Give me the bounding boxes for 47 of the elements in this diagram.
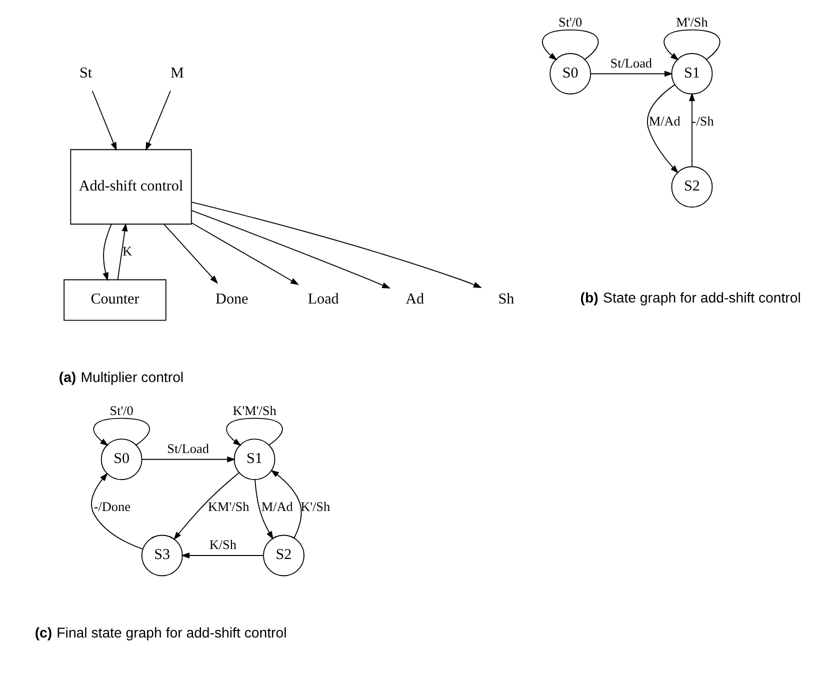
node-text: Load [308, 292, 339, 308]
node-text: Done [216, 292, 248, 308]
arrow [542, 29, 599, 60]
label: (a) Multiplier control [58, 369, 184, 386]
arrow [91, 472, 144, 550]
node-text: Ad [406, 292, 424, 308]
arrow [190, 202, 482, 288]
edge-label: St'/0 [110, 402, 134, 418]
node-box: Add-shift control [70, 149, 192, 225]
edge-label: K'M'/Sh [232, 402, 276, 418]
arrow [191, 222, 300, 285]
arrow [102, 224, 112, 282]
arrow [226, 418, 283, 446]
edge-label: M'/Sh [676, 14, 708, 30]
arrow [688, 92, 695, 167]
node-circle: S2 [263, 534, 304, 576]
edge-label: M/Ad [261, 498, 293, 514]
edge-label: -/Done [94, 498, 130, 514]
arrow [254, 479, 274, 540]
node-circle: S3 [141, 534, 183, 576]
arrow [164, 224, 218, 284]
arrow [191, 210, 391, 289]
edge-label: St/Load [167, 440, 209, 456]
edge-label: St/Load [610, 55, 652, 70]
edge-label: K'/Sh [300, 498, 330, 514]
node-box: Counter [64, 279, 166, 321]
arrow [173, 472, 240, 540]
node-text: Sh [498, 292, 514, 308]
arrow [146, 90, 171, 151]
arrow [92, 90, 117, 151]
label: (c) Final state graph for add-shift control [34, 624, 287, 641]
arrow [142, 456, 236, 462]
edge-label: M/Ad [648, 113, 680, 128]
node-text: St [79, 65, 92, 82]
arrow [93, 418, 150, 446]
node-text: M [170, 65, 184, 82]
label: (b) State graph for add-shift control [580, 289, 801, 306]
arrow [664, 29, 720, 60]
edge-label: KM'/Sh [208, 498, 250, 514]
arrow [270, 470, 302, 538]
edge-label: K [122, 243, 132, 258]
arrow [590, 70, 673, 77]
arrow [181, 552, 264, 558]
edge-label: K/Sh [209, 537, 236, 552]
edge-label: St'/0 [558, 14, 582, 30]
arrow [117, 222, 128, 280]
arrow [646, 84, 679, 174]
